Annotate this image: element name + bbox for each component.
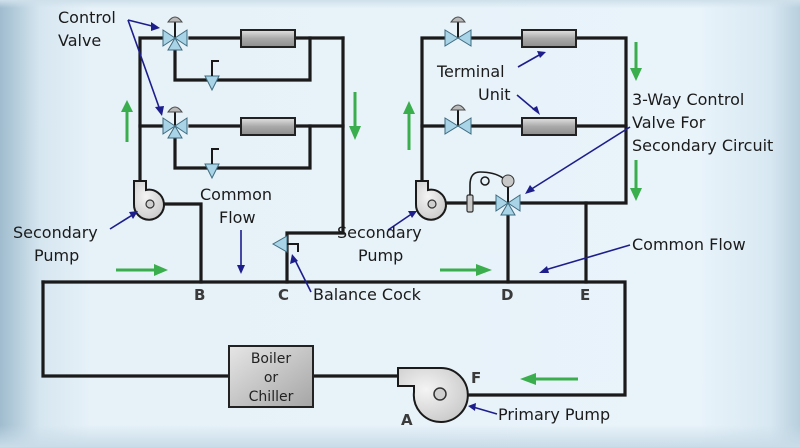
three-way-valve-label: 3-Way Control — [632, 90, 744, 109]
boiler-label-1: Boiler — [251, 351, 292, 367]
primary-pump-label: Primary Pump — [498, 405, 610, 424]
secondary-pump-label: Pump — [358, 246, 403, 265]
node-label-d: D — [501, 286, 513, 304]
boiler-chiller: Boiler or Chiller — [228, 345, 314, 408]
left-secondary-circuit — [138, 36, 345, 284]
node-label-c: C — [278, 286, 289, 304]
flow-arrow-up-icon — [403, 101, 415, 150]
node-label-b: B — [194, 286, 205, 304]
control-valve-label: Control — [58, 8, 116, 27]
secondary-pump-label: Secondary — [13, 223, 98, 242]
two-way-valve-icon — [444, 16, 472, 47]
node-label-e: E — [580, 286, 590, 304]
bypass-balancing-valve-icon — [204, 148, 220, 180]
primary-loop — [41, 280, 627, 397]
right-secondary-circuit — [420, 36, 628, 284]
common-flow-label: Common Flow — [632, 235, 746, 254]
boiler-label-3: Chiller — [249, 389, 294, 405]
flow-arrow-left-icon — [520, 373, 578, 385]
balance-cock-label: Balance Cock — [313, 285, 422, 304]
terminal-unit-coil — [240, 117, 296, 136]
two-way-valve-icon — [444, 104, 472, 135]
terminal-unit-label: Unit — [478, 85, 511, 104]
flow-arrow-up-icon — [121, 100, 133, 142]
secondary-pump-icon — [132, 180, 165, 221]
secondary-pump-icon — [414, 180, 447, 221]
terminal-unit-coil — [240, 29, 296, 48]
primary-pipe-top-right — [41, 280, 627, 397]
primary-pipe-left — [41, 280, 232, 378]
common-flow-label: Flow — [219, 208, 256, 227]
leader-lines — [109, 19, 631, 415]
three-way-control-valve-icon — [162, 106, 188, 139]
terminal-unit-coil — [521, 117, 577, 136]
secondary-pump-label: Secondary — [337, 223, 422, 242]
flow-arrow-down-icon — [630, 42, 642, 81]
flow-arrow-down-icon — [630, 160, 642, 201]
flow-arrow-right-icon — [116, 264, 168, 276]
control-valve-label: Valve — [58, 31, 101, 50]
bypass-balancing-valve-icon — [204, 60, 220, 92]
secondary-pump-label: Pump — [34, 246, 79, 265]
three-way-valve-label: Valve For — [632, 113, 706, 132]
secondary-three-way-valve-icon — [495, 187, 521, 216]
flow-arrow-right-icon — [440, 264, 492, 276]
three-way-control-valve-icon — [162, 16, 188, 51]
terminal-unit-label: Terminal — [436, 62, 505, 81]
terminal-unit-coil — [521, 29, 577, 48]
primary-pump-icon — [397, 366, 469, 423]
flow-arrow-down-icon — [349, 92, 361, 140]
node-label-a: A — [401, 411, 413, 429]
node-label-f: F — [471, 369, 481, 387]
three-way-valve-label: Secondary Circuit — [632, 136, 773, 155]
common-flow-label: Common — [200, 185, 272, 204]
temperature-sensor-icon — [466, 171, 515, 213]
boiler-label-2: or — [264, 370, 279, 386]
balance-cock-icon — [271, 235, 299, 253]
